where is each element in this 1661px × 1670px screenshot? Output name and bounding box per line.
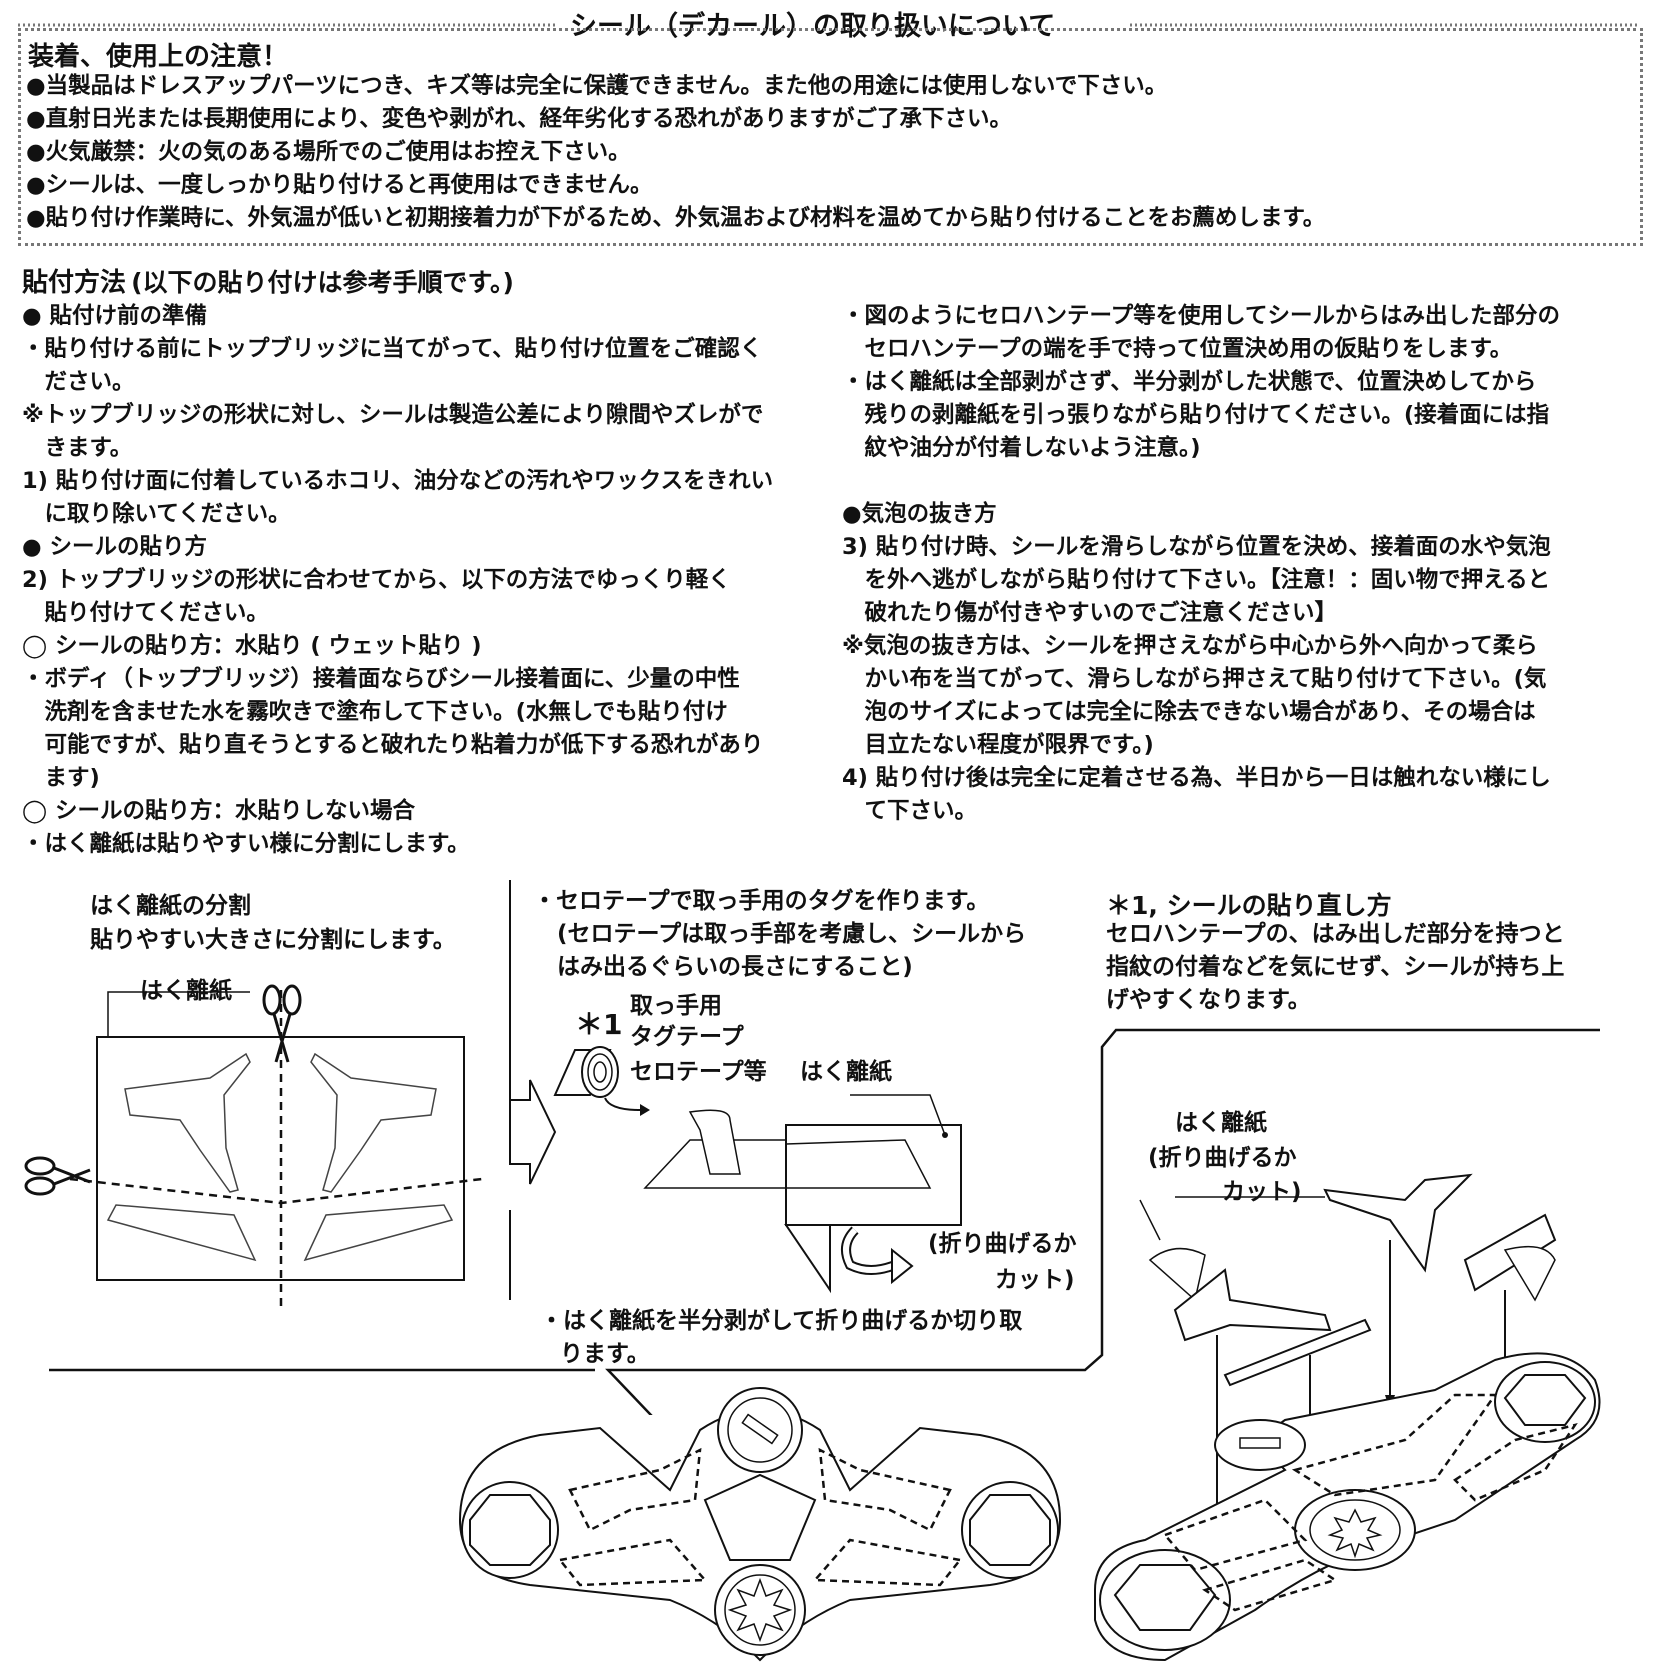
right-line: 4) 貼り付け後は完全に定着させる為、半日から一日は触れない様にし bbox=[842, 765, 1551, 791]
split-title: はく離紙の分割 bbox=[90, 893, 251, 919]
right-line: 泡のサイズによっては完全に除去できない場合があり、その場合は bbox=[842, 699, 1536, 725]
page-title: シール（デカール）の取り扱いについて bbox=[570, 11, 1056, 42]
star1-label: ＊1 bbox=[575, 1008, 623, 1041]
reapply-2: 指紋の付着などを気にせず、シールが持ち上 bbox=[1106, 954, 1565, 980]
right-line: 3) 貼り付け時、シールを滑らしながら位置を決め、接着面の水や気泡 bbox=[842, 534, 1551, 560]
caution-item: ●シールは、一度しっかり貼り付けると再使用はできません。 bbox=[26, 172, 653, 198]
right-line: 残りの剥離紙を引っ張りながら貼り付けてください。(接着面には指 bbox=[842, 402, 1550, 428]
right-line bbox=[842, 465, 1560, 498]
right-line: ●気泡の抜き方 bbox=[842, 501, 997, 527]
tape-note-1: ・セロテープで取っ手用のタグを作ります。 bbox=[533, 888, 990, 914]
method-left-column: ● 貼付け前の準備 ・貼り付ける前にトップブリッジに当てがって、貼り付け位置をご… bbox=[22, 300, 773, 861]
left-line: に取り除いてください。 bbox=[22, 501, 291, 527]
caution-list: ●当製品はドレスアップパーツにつき、キズ等は完全に保護できません。また他の用途に… bbox=[26, 70, 1325, 235]
flow-arrow bbox=[509, 880, 557, 1300]
left-line: きます。 bbox=[22, 435, 133, 461]
fold-cut-b2: カット) bbox=[1222, 1179, 1302, 1205]
left-line: 1) 貼り付け面に付着しているホコリ、油分などの汚れやワックスをきれい bbox=[22, 468, 774, 494]
left-line: 洗剤を含ませた水を霧吹きで塗布して下さい。(水無しでも貼り付け bbox=[22, 699, 728, 725]
method-heading-main: 貼付方法 bbox=[22, 268, 127, 298]
caution-box bbox=[18, 28, 1643, 246]
left-line: ◯ シールの貼り方：水貼りしない場合 bbox=[22, 798, 416, 824]
title-dotted-rule-right bbox=[1130, 23, 1640, 27]
left-line: ・はく離紙は貼りやすい様に分割にします。 bbox=[22, 831, 470, 857]
top-bridge-front bbox=[458, 1387, 1062, 1662]
right-line: 目立たない程度が限界です。) bbox=[842, 732, 1154, 758]
top-bridge-perspective bbox=[1094, 1173, 1601, 1662]
right-line: ※気泡の抜き方は、シールを押さえながら中心から外へ向かって柔ら bbox=[842, 633, 1538, 659]
left-line: ◯ シールの貼り方：水貼り ( ウェット貼り ) bbox=[22, 633, 482, 659]
left-line: ・ボディ（トップブリッジ）接着面ならびシール接着面に、少量の中性 bbox=[22, 666, 740, 692]
peel-note-2: ります。 bbox=[560, 1341, 650, 1367]
reapply-3: げやすくなります。 bbox=[1106, 987, 1311, 1013]
left-line: ● シールの貼り方 bbox=[22, 534, 207, 560]
method-heading: 貼付方法 (以下の貼り付けは参考手順です。) bbox=[22, 262, 514, 299]
scissors-icon bbox=[262, 984, 302, 1063]
reapply-1: セロハンテープの、はみ出しだ部分を持つと bbox=[1106, 921, 1565, 947]
tape-note-3: はみ出るぐらいの長さにすること) bbox=[557, 954, 913, 980]
right-line: 破れたり傷が付きやすいのでご注意ください】 bbox=[842, 600, 1338, 626]
tape-diagram bbox=[553, 1046, 962, 1294]
right-line: ・図のようにセロハンテープ等を使用してシールからはみ出した部分の bbox=[842, 303, 1560, 329]
fold-cut-b1: (折り曲げるか bbox=[1148, 1145, 1297, 1171]
callout-frame bbox=[49, 1028, 1600, 1415]
caution-item: ●直射日光または長期使用により、変色や剥がれ、経年劣化する恐れがありますがご了承… bbox=[26, 106, 1013, 132]
left-line: ます) bbox=[22, 765, 100, 791]
split-diagram bbox=[24, 984, 483, 1312]
peel-note-1: ・はく離紙を半分剥がして折り曲げるか切り取 bbox=[540, 1308, 1023, 1334]
left-line: ※トップブリッジの形状に対し、シールは製造公差により隙間やズレがで bbox=[22, 402, 764, 428]
method-right-column: ・図のようにセロハンテープ等を使用してシールからはみ出した部分の セロハンテープ… bbox=[842, 300, 1560, 828]
tape-note-2: (セロテープは取っ手部を考慮し、シールから bbox=[557, 921, 1027, 947]
left-line: ださい。 bbox=[22, 369, 135, 395]
release-paper-label-2: はく離紙 bbox=[800, 1059, 892, 1085]
left-line: 2) トップブリッジの形状に合わせてから、以下の方法でゆっくり軽く bbox=[22, 567, 731, 593]
right-line: かい布を当てがって、滑らしながら押さえて貼り付けて下さい。(気 bbox=[842, 666, 1547, 692]
caution-item: ●当製品はドレスアップパーツにつき、キズ等は完全に保護できません。また他の用途に… bbox=[26, 73, 1168, 99]
release-paper-label: はく離紙 bbox=[140, 978, 232, 1004]
right-line: ・はく離紙は全部剥がさず、半分剥がした状態で、位置決めしてから bbox=[842, 369, 1537, 395]
reapply-title: ＊1, シールの貼り直し方 bbox=[1106, 891, 1392, 920]
left-line: 可能ですが、貼り直そうとすると破れたり粘着力が低下する恐れがあり bbox=[22, 732, 764, 758]
release-paper-label-3: はく離紙 bbox=[1175, 1110, 1267, 1136]
fold-cut-2: カット) bbox=[995, 1267, 1075, 1293]
left-line: 貼り付けてください。 bbox=[22, 600, 269, 626]
split-desc: 貼りやすい大きさに分割にします。 bbox=[90, 927, 456, 953]
tag-label-1: 取っ手用 bbox=[630, 993, 722, 1019]
caution-heading: 装着、使用上の注意！ bbox=[28, 42, 289, 72]
left-line: ・貼り付ける前にトップブリッジに当てがって、貼り付け位置をご確認く bbox=[22, 336, 763, 362]
caution-item: ●火気厳禁：火の気のある場所でのご使用はお控え下さい。 bbox=[26, 139, 631, 165]
tape-label: セロテープ等 bbox=[630, 1059, 767, 1085]
fold-cut-1: (折り曲げるか bbox=[928, 1231, 1077, 1257]
tag-label-2: タグテープ bbox=[630, 1024, 744, 1050]
right-line: セロハンテープの端を手で持って位置決め用の仮貼りをします。 bbox=[842, 336, 1513, 362]
tape-roll-icon bbox=[553, 1046, 619, 1098]
caution-item: ●貼り付け作業時に、外気温が低いと初期接着力が下がるため、外気温および材料を温め… bbox=[26, 205, 1326, 231]
scissors-icon bbox=[24, 1156, 91, 1196]
method-heading-sub: (以下の貼り付けは参考手順です。) bbox=[131, 268, 514, 297]
title-dotted-rule-left bbox=[18, 23, 558, 27]
right-line: 紋や油分が付着しないよう注意。) bbox=[842, 435, 1201, 461]
left-line: ● 貼付け前の準備 bbox=[22, 303, 207, 329]
right-line: て下さい。 bbox=[842, 798, 978, 824]
right-line: を外へ逃がしながら貼り付けて下さい。【注意！：固い物で押えると bbox=[842, 567, 1551, 593]
